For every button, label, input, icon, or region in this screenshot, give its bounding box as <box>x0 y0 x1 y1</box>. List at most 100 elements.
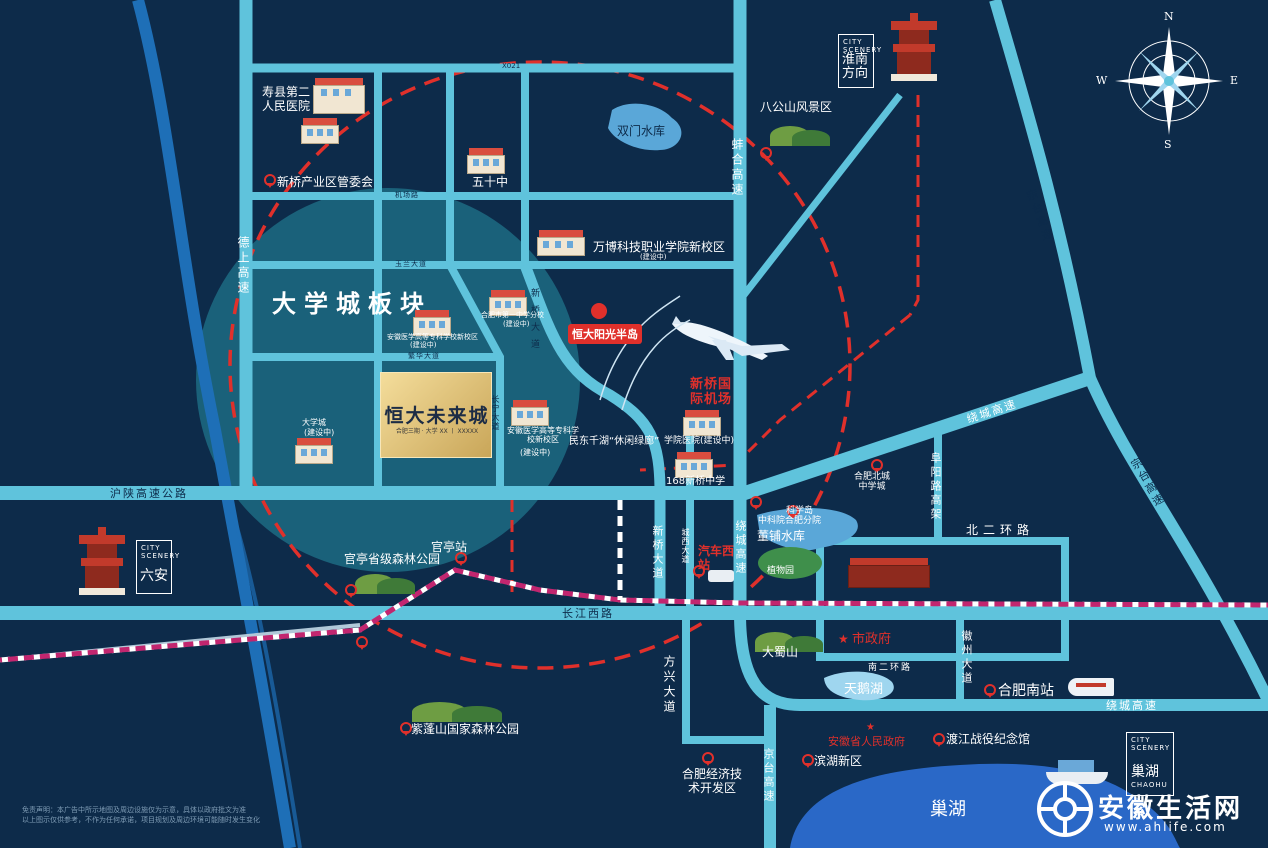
label-wanbo: 万博科技职业学院新校区 <box>593 240 726 254</box>
rail-north <box>908 95 920 316</box>
label-school-c: 大学城 <box>302 418 326 427</box>
pin-jingkai[interactable] <box>702 752 714 766</box>
pin-ziyun[interactable] <box>400 722 412 736</box>
palace-icon <box>848 558 930 588</box>
label-school-a: 合肥市第一中学分校 <box>481 311 544 319</box>
bus-icon <box>708 570 734 582</box>
road-banghe: 蚌合高速 <box>730 138 744 198</box>
road-beierhuan: 北二环路 <box>966 523 1035 537</box>
river <box>132 0 296 848</box>
label-guanting-station: 官亭站 <box>431 540 468 554</box>
school-a-icon <box>489 290 527 316</box>
city-sign-huainan: CITY SCENERY 淮南方向 <box>838 34 881 88</box>
label-school-b-sub: (建设中) <box>410 341 437 349</box>
label-binhu: 滨湖新区 <box>814 754 863 768</box>
road-changning: 长宁大道 <box>491 395 500 431</box>
guanting-hill-icon <box>355 568 415 594</box>
pin-hefei-south[interactable] <box>984 684 996 698</box>
rail-airport <box>639 313 911 472</box>
pin-binhu[interactable] <box>802 754 814 768</box>
pin-bagongshan[interactable] <box>760 147 772 161</box>
botanical-park <box>758 547 822 579</box>
pin-qiche-west[interactable] <box>693 565 705 579</box>
label-anhui-med: 安徽医学高等专科学校新校区 <box>507 426 579 445</box>
plane-contrail-2 <box>621 319 691 411</box>
road-xinqiao: 新桥大道 <box>651 525 664 581</box>
pin-guanting-forest[interactable] <box>345 584 357 598</box>
label-chaohu: 巢湖 <box>930 799 966 820</box>
label-anhui-med-sub: (建设中) <box>520 448 551 457</box>
label-ziyun: 紫蓬山国家森林公园 <box>411 722 520 736</box>
label-kexuedao: 科学岛 <box>786 506 814 516</box>
river-branch <box>223 489 302 848</box>
project-name: 恒大未来城 <box>384 405 490 427</box>
pin-keyuan[interactable] <box>750 496 762 510</box>
dongpu-reservoir <box>757 508 858 551</box>
road-jichang: 机场路 <box>395 191 419 199</box>
compass-s: S <box>1164 138 1172 151</box>
road-fanhua: 繁华大道 <box>408 352 440 360</box>
road-huizhou: 徽州大道 <box>960 630 973 686</box>
school-50-icon <box>467 148 505 174</box>
project-location-dot[interactable] <box>591 303 607 319</box>
label-school-168: 168新桥中学 <box>666 476 726 487</box>
pin-hefei-north[interactable] <box>871 459 883 473</box>
compass-n: N <box>1164 10 1174 23</box>
label-dujiang: 渡江战役纪念馆 <box>946 732 1031 746</box>
site-watermark: 安徽生活网 www.ahlife.com <box>1036 780 1258 838</box>
school-168-icon <box>675 452 713 478</box>
label-xinqiao-airport: 新桥国际机场 <box>690 377 733 407</box>
school-b-icon <box>413 310 451 336</box>
label-qiche-west: 汽车西站 <box>698 544 735 572</box>
project-sub: 合肥三期 · 大学 XX 丨 XXXXX <box>395 428 479 435</box>
pin-kexuedao[interactable] <box>787 505 799 519</box>
pin-railway[interactable] <box>356 636 368 650</box>
watermark-url: www.ahlife.com <box>1104 820 1227 834</box>
road-raocheng-v: 绕城高速 <box>734 520 747 576</box>
district-title: 大学城板块 <box>272 290 432 318</box>
project-card[interactable]: 恒大未来城 合肥三期 · 大学 XX 丨 XXXXX <box>380 372 492 458</box>
road-nanerhuan: 南二环路 <box>868 663 913 673</box>
label-jingkai: 合肥经济技术开发区 <box>681 767 742 795</box>
label-wanbo-sub: (建设中) <box>640 253 667 261</box>
label-shouxian-hospital: 寿县第二人民医院 <box>262 85 311 113</box>
label-tianehu: 天鹅湖 <box>844 682 884 697</box>
road-fangxing: 方兴大道 <box>662 655 676 715</box>
wanbo-college-icon <box>537 230 585 256</box>
label-guanting-forest: 官亭省级森林公园 <box>344 552 441 566</box>
compass-e: E <box>1230 74 1239 87</box>
train-icon <box>1068 678 1114 696</box>
pin-xinqiao-cy[interactable] <box>264 174 276 188</box>
hospital-icon <box>683 410 721 436</box>
ship-icon <box>1046 752 1108 788</box>
road-changjiang: 长江西路 <box>562 607 614 620</box>
road-deshang: 德上高速 <box>236 236 250 296</box>
road-yulan: 玉兰大道 <box>395 260 427 268</box>
pin-guanting-station[interactable] <box>455 552 467 566</box>
school-c-icon <box>295 438 333 464</box>
label-school-a-sub: (建设中) <box>503 320 530 328</box>
plane-contrail <box>599 295 681 401</box>
tiane-lake <box>824 671 894 701</box>
project-location-tag[interactable]: 恒大阳光半岛 <box>568 324 642 344</box>
pin-dujiang[interactable] <box>933 733 945 747</box>
label-dongpu: 董铺水库 <box>757 529 806 543</box>
road-airport-curve: 新桥大道 <box>529 288 539 356</box>
road-hushan: 沪陕高速公路 <box>110 487 188 500</box>
ziyun-hill-icon <box>412 696 502 722</box>
hospital-building-icon <box>313 78 365 114</box>
road-chengxi: 城西大道 <box>681 528 690 564</box>
label-zhiwuyuan: 植物园 <box>767 566 795 576</box>
label-xinqiao-cy: 新桥产业区管委会 <box>277 175 374 189</box>
star-icon-2: ★ <box>866 722 875 733</box>
railway-pink <box>0 567 1268 663</box>
label-province-gov: 安徽省人民政府 <box>828 735 905 748</box>
label-wushi: 五十中 <box>472 175 509 189</box>
compass-rose <box>1115 27 1223 135</box>
building-icon <box>301 118 339 144</box>
watermark-name: 安徽生活网 <box>1098 794 1244 824</box>
disclaimer: 免责声明：本广告中所示地图及周边设施仅为示意，具体以政府批文为准 以上图示仅供参… <box>22 806 260 824</box>
